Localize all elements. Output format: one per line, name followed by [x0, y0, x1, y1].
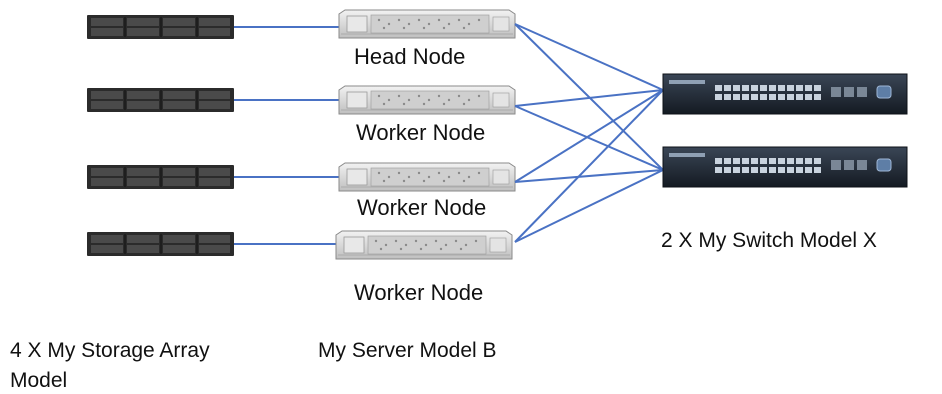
storage-array-2 — [86, 87, 235, 113]
node-label-worker-3: Worker Node — [354, 280, 484, 305]
storage-array-4 — [86, 231, 235, 257]
switch-caption: 2 X My Switch Model X — [661, 229, 877, 252]
node-label-worker-2: Worker Node — [357, 195, 487, 220]
storage-caption-line1: 4 X My Storage Array — [10, 339, 210, 362]
server-worker-node-2 — [338, 162, 516, 192]
link-server3-switch2 — [514, 169, 664, 183]
storage-array-3 — [86, 164, 235, 190]
switch-2 — [662, 146, 908, 188]
storage-caption-line2: Model — [10, 369, 68, 392]
switch-1 — [662, 73, 908, 115]
link-server4-switch2 — [514, 169, 664, 243]
server-head-node — [338, 9, 516, 39]
node-label-worker-1: Worker Node — [356, 120, 486, 145]
storage-array-1 — [86, 14, 235, 40]
node-label-head: Head Node — [354, 44, 466, 69]
link-server4-switch1 — [514, 89, 664, 243]
server-caption: My Server Model B — [318, 339, 497, 362]
link-server1-switch1 — [514, 23, 664, 91]
server-worker-node-1 — [338, 85, 516, 115]
link-server2-switch2 — [514, 105, 664, 171]
link-server3-switch1 — [514, 89, 664, 183]
link-server2-switch1 — [514, 89, 664, 107]
server-worker-node-3 — [335, 230, 513, 260]
